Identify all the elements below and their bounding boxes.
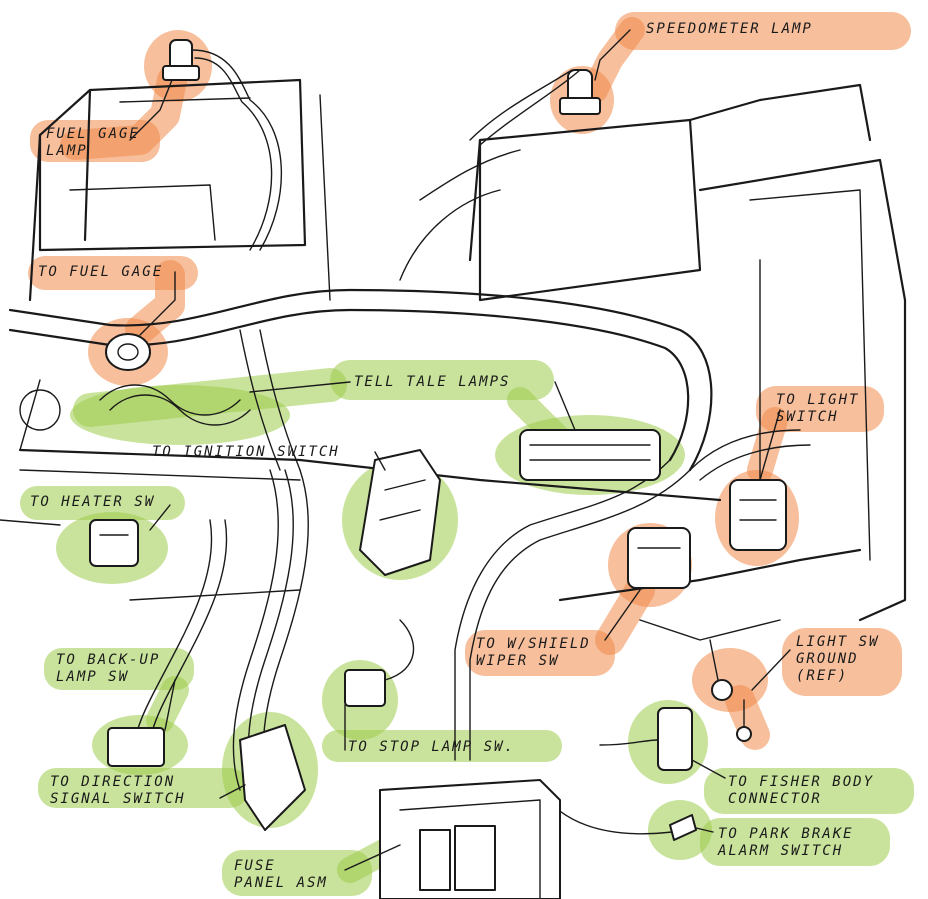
main-harness <box>8 288 811 791</box>
label-speedometer-lamp: SPEEDOMETER LAMP <box>646 21 813 37</box>
fuse-panel <box>379 779 561 899</box>
label-to-back-up-lamp-sw: TO BACK-UP LAMP SW <box>56 652 161 685</box>
label-fuel-gage-lamp: FUEL GAGE LAMP <box>46 126 140 159</box>
label-to-light-switch: TO LIGHT SWITCH <box>776 392 860 425</box>
label-to-ignition-switch: TO IGNITION SWITCH <box>152 444 340 460</box>
label-to-stop-lamp-sw: TO STOP LAMP SW. <box>348 739 515 755</box>
label-tell-tale-lamps: TELL TALE LAMPS <box>354 374 511 390</box>
label-to-direction-signal-switch: TO DIRECTION SIGNAL SWITCH <box>50 774 186 807</box>
label-to-heater-sw: TO HEATER SW <box>30 494 156 510</box>
speedometer-lamp-socket <box>469 69 601 146</box>
label-fuse-panel-asm: FUSE PANEL ASM <box>234 858 328 891</box>
connectors <box>89 333 787 841</box>
fuel-gage-lamp-socket <box>162 39 282 251</box>
label-to-fisher-body-connector: TO FISHER BODY CONNECTOR <box>728 774 875 807</box>
label-to-park-brake-alarm-switch: TO PARK BRAKE ALARM SWITCH <box>718 826 854 859</box>
label-to-wshield-wiper-sw: TO W/SHIELD WIPER SW <box>476 636 591 669</box>
label-to-fuel-gage: TO FUEL GAGE <box>38 264 164 280</box>
speedometer-housing <box>399 83 907 622</box>
leader-lines <box>129 29 791 871</box>
label-light-sw-ground: LIGHT SW GROUND (REF) <box>796 634 880 684</box>
left-gauge-housing <box>28 78 331 302</box>
